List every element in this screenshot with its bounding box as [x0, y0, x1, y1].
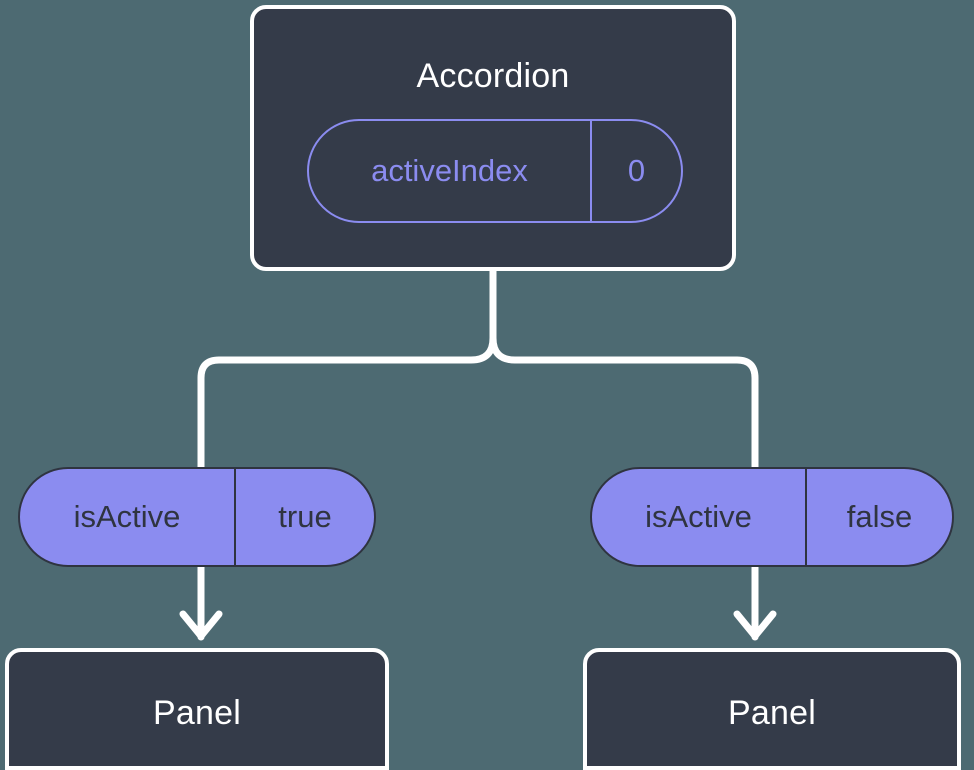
component-title-accordion: Accordion [416, 57, 570, 95]
prop-chip-key: isActive [73, 499, 181, 534]
prop-chip-isactive-true[interactable]: isActive true [18, 467, 376, 567]
prop-chip-value: true [234, 469, 374, 565]
prop-chip-key: isActive [645, 499, 752, 534]
arrowhead-left [179, 610, 223, 640]
state-chip-activeindex[interactable]: activeIndex 0 [307, 119, 683, 223]
prop-chip-value: false [805, 469, 952, 565]
connector-trunk [197, 267, 497, 471]
component-node-panel-right[interactable]: Panel [583, 648, 961, 770]
component-node-panel-left[interactable]: Panel [5, 648, 389, 770]
prop-chip-isactive-false[interactable]: isActive false [590, 467, 954, 567]
component-title-panel-left: Panel [153, 694, 241, 732]
connector-branch-right [489, 334, 759, 471]
component-title-panel-right: Panel [728, 694, 816, 732]
arrowhead-right [733, 610, 777, 640]
state-chip-value: 0 [590, 121, 681, 221]
state-chip-key: activeIndex [371, 153, 528, 188]
